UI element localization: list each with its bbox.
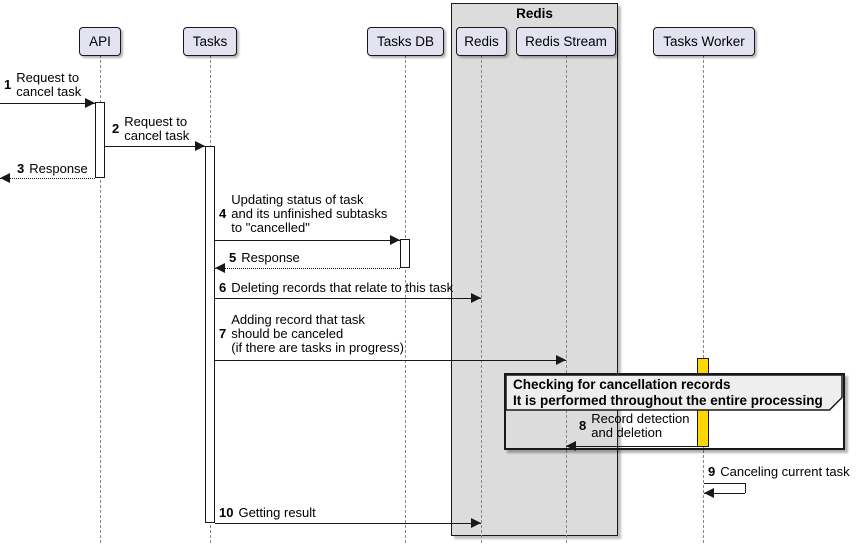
- participant-tasks-worker: Tasks Worker: [653, 27, 755, 56]
- redis-container-title: Redis: [516, 6, 553, 21]
- lifeline-redis: [481, 55, 482, 543]
- lifeline-redis-stream: [566, 55, 567, 543]
- message-5-arrowhead: [215, 263, 225, 273]
- message-7-arrow: [215, 360, 566, 361]
- participant-api-label: API: [89, 34, 111, 49]
- lifeline-api: [100, 55, 101, 543]
- message-5-label: 5 Response: [229, 250, 300, 265]
- message-9-arrow-back: [704, 493, 745, 494]
- message-6-arrow: [215, 298, 481, 299]
- message-10-arrow: [215, 523, 481, 524]
- message-9-label: 9 Canceling current task: [708, 464, 850, 479]
- participant-redis-stream-label: Redis Stream: [525, 34, 607, 49]
- message-1-arrowhead: [85, 98, 95, 108]
- participant-tasks-worker-label: Tasks Worker: [663, 34, 745, 49]
- message-8-arrow: [566, 446, 697, 447]
- redis-container-box: Redis: [451, 3, 618, 536]
- message-1-arrow: [0, 103, 95, 104]
- participant-api: API: [79, 27, 121, 56]
- activation-tasks: [205, 146, 215, 523]
- message-7-arrowhead: [556, 355, 566, 365]
- message-6-label: 6 Deleting records that relate to this t…: [219, 280, 454, 295]
- lifeline-tasks-worker: [703, 55, 704, 543]
- message-4-label: 4 Updating status of task and its unfini…: [219, 192, 388, 235]
- group-title: Checking for cancellation records It is …: [513, 377, 823, 408]
- message-2-label: 2 Request to cancel task: [112, 114, 190, 143]
- message-8-arrowhead: [566, 441, 576, 451]
- participant-tasks: Tasks: [183, 27, 237, 56]
- message-4-arrow: [215, 240, 400, 241]
- message-9-arrowhead: [704, 488, 714, 498]
- participant-tasks-db: Tasks DB: [367, 27, 444, 56]
- message-2-arrowhead: [195, 141, 205, 151]
- lifeline-tasks-db: [405, 55, 406, 543]
- participant-tasks-label: Tasks: [192, 34, 228, 49]
- message-4-arrowhead: [390, 235, 400, 245]
- participant-redis-label: Redis: [464, 34, 499, 49]
- message-7-label: 7 Adding record that task should be canc…: [219, 312, 404, 355]
- message-3-arrow: [0, 178, 95, 179]
- message-10-arrowhead: [471, 518, 481, 528]
- message-2-arrow: [105, 146, 205, 147]
- message-3-label: 3 Response: [17, 161, 88, 176]
- activation-tasks-db: [400, 239, 410, 268]
- message-5-arrow: [215, 268, 400, 269]
- message-3-arrowhead: [0, 173, 10, 183]
- group-header-shape: [506, 375, 843, 411]
- participant-tasks-db-label: Tasks DB: [376, 34, 434, 49]
- activation-api: [95, 102, 105, 178]
- message-8-label: 8 Record detection and deletion: [579, 411, 690, 440]
- message-9-arrow-out: [704, 483, 745, 484]
- participant-redis: Redis: [456, 27, 507, 56]
- message-10-label: 10 Getting result: [219, 505, 316, 520]
- message-1-label: 1 Request to cancel task: [4, 70, 82, 99]
- message-6-arrowhead: [471, 293, 481, 303]
- message-9-arrow-down: [745, 483, 746, 493]
- participant-redis-stream: Redis Stream: [516, 27, 616, 56]
- group-checking-cancellation: Checking for cancellation records It is …: [504, 373, 845, 450]
